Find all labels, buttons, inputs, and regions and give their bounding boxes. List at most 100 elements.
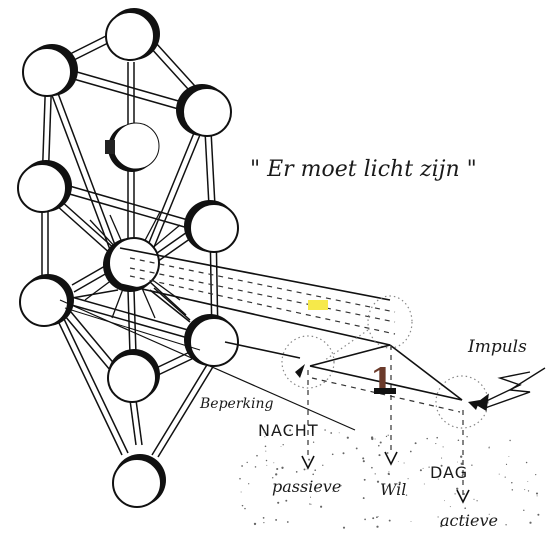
speckle-dot — [414, 442, 417, 445]
sphere-geburah — [17, 160, 72, 213]
speckle-dot — [463, 493, 466, 495]
speckle-dot — [426, 437, 428, 440]
speckle-dot — [306, 468, 308, 470]
speckle-dot — [437, 478, 439, 480]
speckle-dot — [511, 482, 513, 484]
speckle-dot — [398, 481, 401, 484]
speckle-dot — [246, 461, 248, 464]
speckle-dot — [370, 436, 374, 439]
speckle-dot — [282, 444, 284, 446]
speckle-dot — [378, 444, 380, 447]
speckle-dot — [277, 501, 280, 504]
speckle-dot — [342, 526, 346, 529]
speckle-dot — [386, 485, 388, 487]
speckle-dot — [423, 483, 425, 485]
speckle-dot — [488, 513, 490, 515]
speckle-dot — [475, 520, 478, 523]
dag-label: DAG — [430, 463, 468, 482]
speckle-dot — [419, 469, 422, 472]
speckle-dot — [508, 455, 510, 457]
speckle-dot — [289, 429, 292, 432]
numeral-one: 1 — [370, 361, 396, 401]
nacht-disc — [281, 335, 335, 389]
sphere-chesed — [184, 200, 239, 253]
speckle-dot — [303, 468, 306, 471]
beperking-label: Beperking — [199, 396, 273, 412]
speckle-dot — [387, 434, 389, 436]
speckle-dot — [281, 466, 284, 469]
sphere-yesod — [107, 349, 160, 403]
speckle-dot — [473, 498, 475, 500]
speckle-dot — [509, 439, 511, 442]
speckle-dot — [403, 462, 405, 464]
speckle-dot — [386, 452, 389, 454]
speckle-dot — [339, 484, 342, 487]
speckle-dot — [527, 490, 530, 492]
speckle-dot — [464, 507, 467, 510]
speckle-dot — [407, 478, 409, 480]
speckle-dot — [312, 441, 315, 443]
speckle-dot — [265, 450, 267, 452]
speckle-dot — [295, 471, 298, 473]
vertical-guides — [307, 345, 464, 495]
dag-disc — [435, 375, 489, 429]
speckle-dot — [371, 466, 373, 469]
speckle-dot — [436, 436, 439, 439]
speckle-dot — [388, 519, 391, 522]
speckle-dot — [409, 450, 412, 453]
quote-text: " Er moet licht zijn " — [250, 157, 477, 182]
sphere-kether — [105, 8, 160, 61]
speckle-dot — [273, 462, 275, 464]
speckle-dot — [285, 499, 288, 502]
speckle-dot — [379, 441, 382, 444]
sphere-binah — [22, 44, 78, 97]
speckle-dot — [422, 467, 424, 469]
impuls-label: Impuls — [467, 337, 527, 357]
speckle-dot — [537, 513, 540, 516]
speckle-dot — [529, 521, 532, 524]
speckle-dot — [385, 435, 388, 438]
speckle-dot — [241, 465, 243, 467]
speckle-dot — [488, 447, 490, 449]
speckle-dot — [376, 480, 380, 483]
speckle-dot — [511, 489, 514, 491]
speckle-dot — [524, 489, 526, 491]
speckle-dot — [377, 516, 379, 518]
speckle-dot — [397, 461, 399, 462]
speckle-dot — [308, 458, 311, 461]
speckle-dot — [314, 469, 317, 472]
speckle-dot — [256, 454, 258, 457]
speckle-dot — [322, 464, 324, 466]
speckle-dot — [374, 438, 376, 440]
nacht-label: NACHT — [258, 421, 319, 440]
speckle-dot — [442, 446, 444, 448]
speckle-dot — [525, 461, 528, 464]
speckle-dot — [355, 447, 358, 450]
speckle-dot — [266, 464, 268, 466]
speckle-dot — [460, 462, 463, 465]
speckle-dot — [460, 455, 463, 458]
speckle-dot — [488, 446, 490, 448]
force-triangle — [59, 299, 489, 431]
impuls-lightning-icon — [474, 367, 546, 412]
speckle-dot — [275, 473, 278, 476]
speckle-dot — [440, 464, 443, 467]
down-arrows — [301, 451, 470, 504]
speckle-dot — [241, 504, 244, 507]
speckle-dot — [362, 460, 365, 463]
speckle-dots — [239, 429, 540, 529]
speckle-dot — [462, 481, 464, 484]
speckle-dot — [240, 491, 242, 493]
sphere-chokmah — [176, 84, 232, 137]
speckle-dot — [264, 445, 267, 448]
speckle-dot — [536, 495, 538, 497]
speckle-dot — [449, 506, 451, 508]
speckle-dot — [364, 518, 366, 521]
speckle-dot — [263, 431, 266, 433]
speckle-dot — [454, 493, 456, 495]
speckle-dot — [310, 503, 312, 505]
speckle-dot — [253, 522, 257, 526]
numeral-text: 1 — [370, 361, 394, 401]
speckle-dot — [456, 487, 459, 490]
